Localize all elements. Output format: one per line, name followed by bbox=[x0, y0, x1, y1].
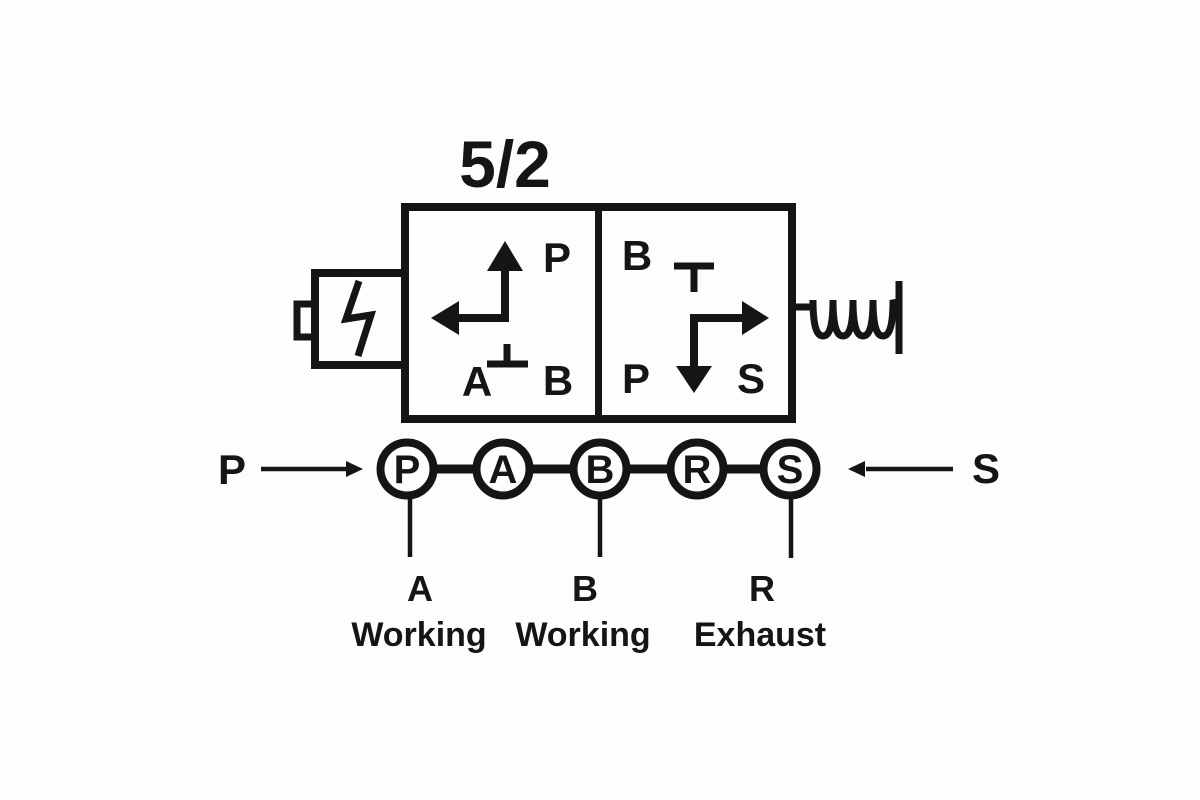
port-circle bbox=[569, 438, 631, 500]
exhaust-arrow bbox=[848, 461, 953, 477]
port-circle-a: A bbox=[472, 438, 534, 500]
port-circle bbox=[376, 438, 438, 500]
right-position-flow-path bbox=[674, 262, 769, 393]
port-circle-letter: R bbox=[683, 448, 712, 492]
flow-path-line bbox=[452, 266, 509, 322]
port-circle-letter: B bbox=[586, 448, 615, 492]
port-circle bbox=[666, 438, 728, 500]
port-circle-letter: P bbox=[394, 448, 421, 492]
solenoid-actuator bbox=[293, 269, 409, 369]
legend-port-letter: A bbox=[407, 568, 433, 609]
port-label-left-top: P bbox=[543, 234, 571, 281]
arrowhead-right-icon bbox=[346, 461, 363, 477]
legend-port-function: Exhaust bbox=[694, 616, 826, 654]
legend-port-function: Working bbox=[515, 616, 650, 654]
legend-item-b: B Working bbox=[515, 568, 650, 654]
arrowhead-up-icon bbox=[487, 241, 523, 271]
port-label-left-bottom-right: B bbox=[543, 357, 573, 404]
supply-label: P bbox=[218, 446, 246, 493]
arrowhead-right-icon bbox=[742, 301, 769, 335]
arrowhead-left-icon bbox=[848, 461, 865, 477]
legend-item-a: A Working bbox=[351, 568, 486, 654]
left-position-flow-path bbox=[431, 241, 528, 368]
exhaust-label: S bbox=[972, 445, 1000, 492]
valve-type-title: 5/2 bbox=[459, 127, 551, 201]
legend-port-letter: B bbox=[572, 568, 598, 609]
port-label-right-bottom-left: P bbox=[622, 355, 650, 402]
solenoid-terminal-notch bbox=[293, 300, 315, 341]
arrowhead-down-icon bbox=[676, 366, 712, 393]
flow-path-line bbox=[690, 314, 745, 368]
solenoid-box bbox=[311, 269, 409, 369]
port-circle-letter: A bbox=[489, 448, 518, 492]
spring-actuator bbox=[792, 281, 903, 354]
port-circle bbox=[759, 438, 821, 500]
port-circle-letter: S bbox=[777, 448, 804, 492]
lightning-bolt-icon bbox=[340, 279, 377, 358]
port-label-right-top-left: B bbox=[622, 232, 652, 279]
port-circle-b: B bbox=[569, 438, 631, 500]
arrowhead-left-icon bbox=[431, 301, 459, 335]
port-circle-r: R bbox=[666, 438, 728, 500]
legend-item-r: R Exhaust bbox=[694, 568, 826, 654]
spring-icon bbox=[809, 298, 900, 340]
legend-port-function: Working bbox=[351, 616, 486, 654]
port-circle-s: S bbox=[759, 438, 821, 500]
supply-arrow bbox=[261, 461, 363, 477]
port-label-left-bottom-left: A bbox=[462, 358, 492, 405]
port-circle-p: P bbox=[376, 438, 438, 500]
port-label-right-bottom-right: S bbox=[737, 355, 765, 402]
port-circle bbox=[472, 438, 534, 500]
legend-port-letter: R bbox=[749, 568, 775, 609]
